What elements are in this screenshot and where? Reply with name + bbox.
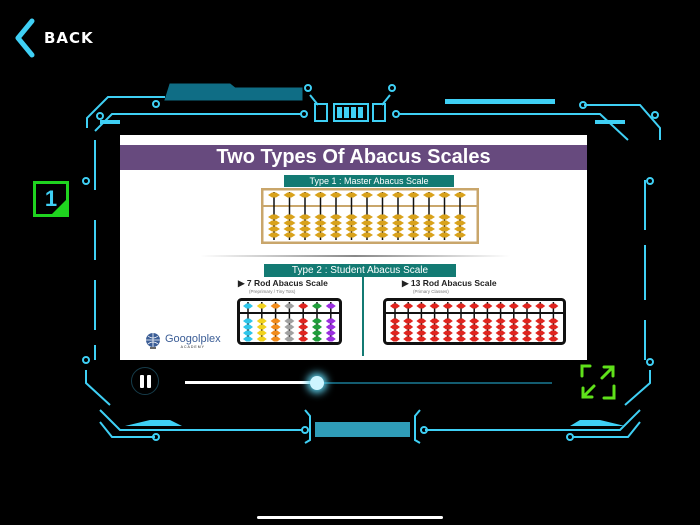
corner-decoration xyxy=(52,200,66,214)
logo-subtitle: ACADEMY xyxy=(180,345,205,349)
progress-track[interactable] xyxy=(185,382,552,384)
progress-played xyxy=(185,381,318,384)
seven-rod-abacus-image xyxy=(237,298,342,345)
googolplex-logo: Googolplex ACADEMY xyxy=(144,332,221,350)
type1-label: Type 1 : Master Abacus Scale xyxy=(284,175,454,187)
home-indicator[interactable] xyxy=(257,516,443,519)
section-separator xyxy=(200,255,510,257)
thirteen-rod-abacus-image xyxy=(383,298,566,345)
page-indicator: 1 xyxy=(33,181,69,217)
seven-rod-subtitle: (Preprimary / Tiny Tots) xyxy=(249,289,296,294)
back-button[interactable]: BACK xyxy=(14,18,94,58)
chevron-left-icon xyxy=(15,18,35,58)
right-heading-group: ▶ 13 Rod Abacus Scale (Primary Classes) xyxy=(402,278,497,294)
left-heading-group: ▶ 7 Rod Abacus Scale (Preprimary / Tiny … xyxy=(238,278,328,294)
logo-name: Googolplex xyxy=(165,333,221,345)
type2-label: Type 2 : Student Abacus Scale xyxy=(264,264,456,277)
slide-title: Two Types Of Abacus Scales xyxy=(120,145,587,170)
pause-icon-bar xyxy=(146,374,151,388)
expand-icon[interactable] xyxy=(580,364,616,400)
thirteen-rod-subtitle: (Primary Classes) xyxy=(413,289,449,294)
globe-icon xyxy=(146,333,160,349)
seven-rod-heading: ▶ 7 Rod Abacus Scale xyxy=(238,278,328,288)
pause-button[interactable] xyxy=(131,367,159,395)
progress-thumb[interactable] xyxy=(310,376,325,390)
pause-icon-bar xyxy=(139,374,144,388)
master-abacus-image xyxy=(261,188,479,244)
section-divider xyxy=(362,276,364,356)
back-label: BACK xyxy=(44,29,94,47)
video-slide[interactable]: Two Types Of Abacus Scales Type 1 : Mast… xyxy=(120,135,587,360)
thirteen-rod-heading: ▶ 13 Rod Abacus Scale xyxy=(402,278,497,288)
